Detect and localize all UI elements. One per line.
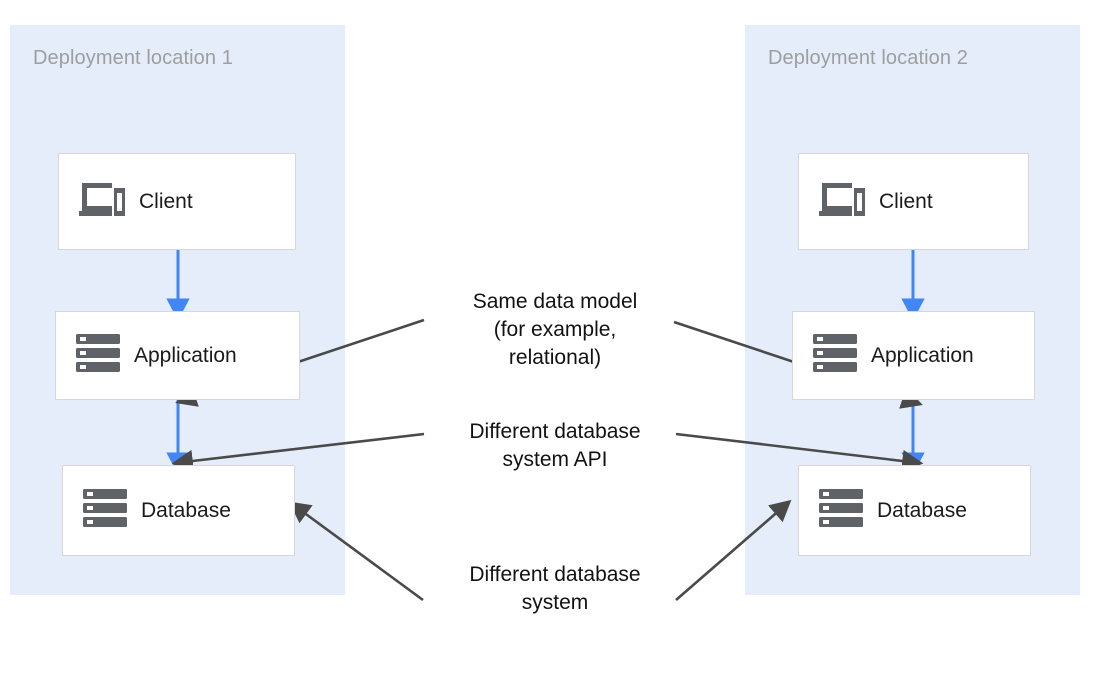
node-application-2[interactable]: Application — [792, 311, 1035, 400]
node-client-1[interactable]: Client — [58, 153, 296, 250]
annotation-different-database-system-api: Different database system API — [469, 420, 641, 471]
server-icon — [813, 333, 857, 378]
node-client-2-label: Client — [879, 189, 933, 213]
node-database-2[interactable]: Database — [798, 465, 1031, 556]
annotation-same-data-model: Same data model (for example, relational… — [472, 290, 638, 369]
node-application-2-label: Application — [871, 343, 974, 367]
node-client-2[interactable]: Client — [798, 153, 1029, 250]
node-client-1-label: Client — [139, 189, 193, 213]
server-icon — [83, 488, 127, 533]
server-icon — [76, 333, 120, 378]
node-database-1[interactable]: Database — [62, 465, 295, 556]
node-database-2-label: Database — [877, 498, 967, 522]
deployment-zone-2-title: Deployment location 2 — [768, 47, 968, 69]
node-application-1-label: Application — [134, 343, 237, 367]
node-application-1[interactable]: Application — [55, 311, 300, 400]
deployment-zone-1-title: Deployment location 1 — [33, 47, 233, 69]
devices-icon — [79, 180, 125, 223]
annotation-different-database-system: Different database system — [469, 563, 641, 614]
devices-icon — [819, 180, 865, 223]
node-database-1-label: Database — [141, 498, 231, 522]
server-icon — [819, 488, 863, 533]
